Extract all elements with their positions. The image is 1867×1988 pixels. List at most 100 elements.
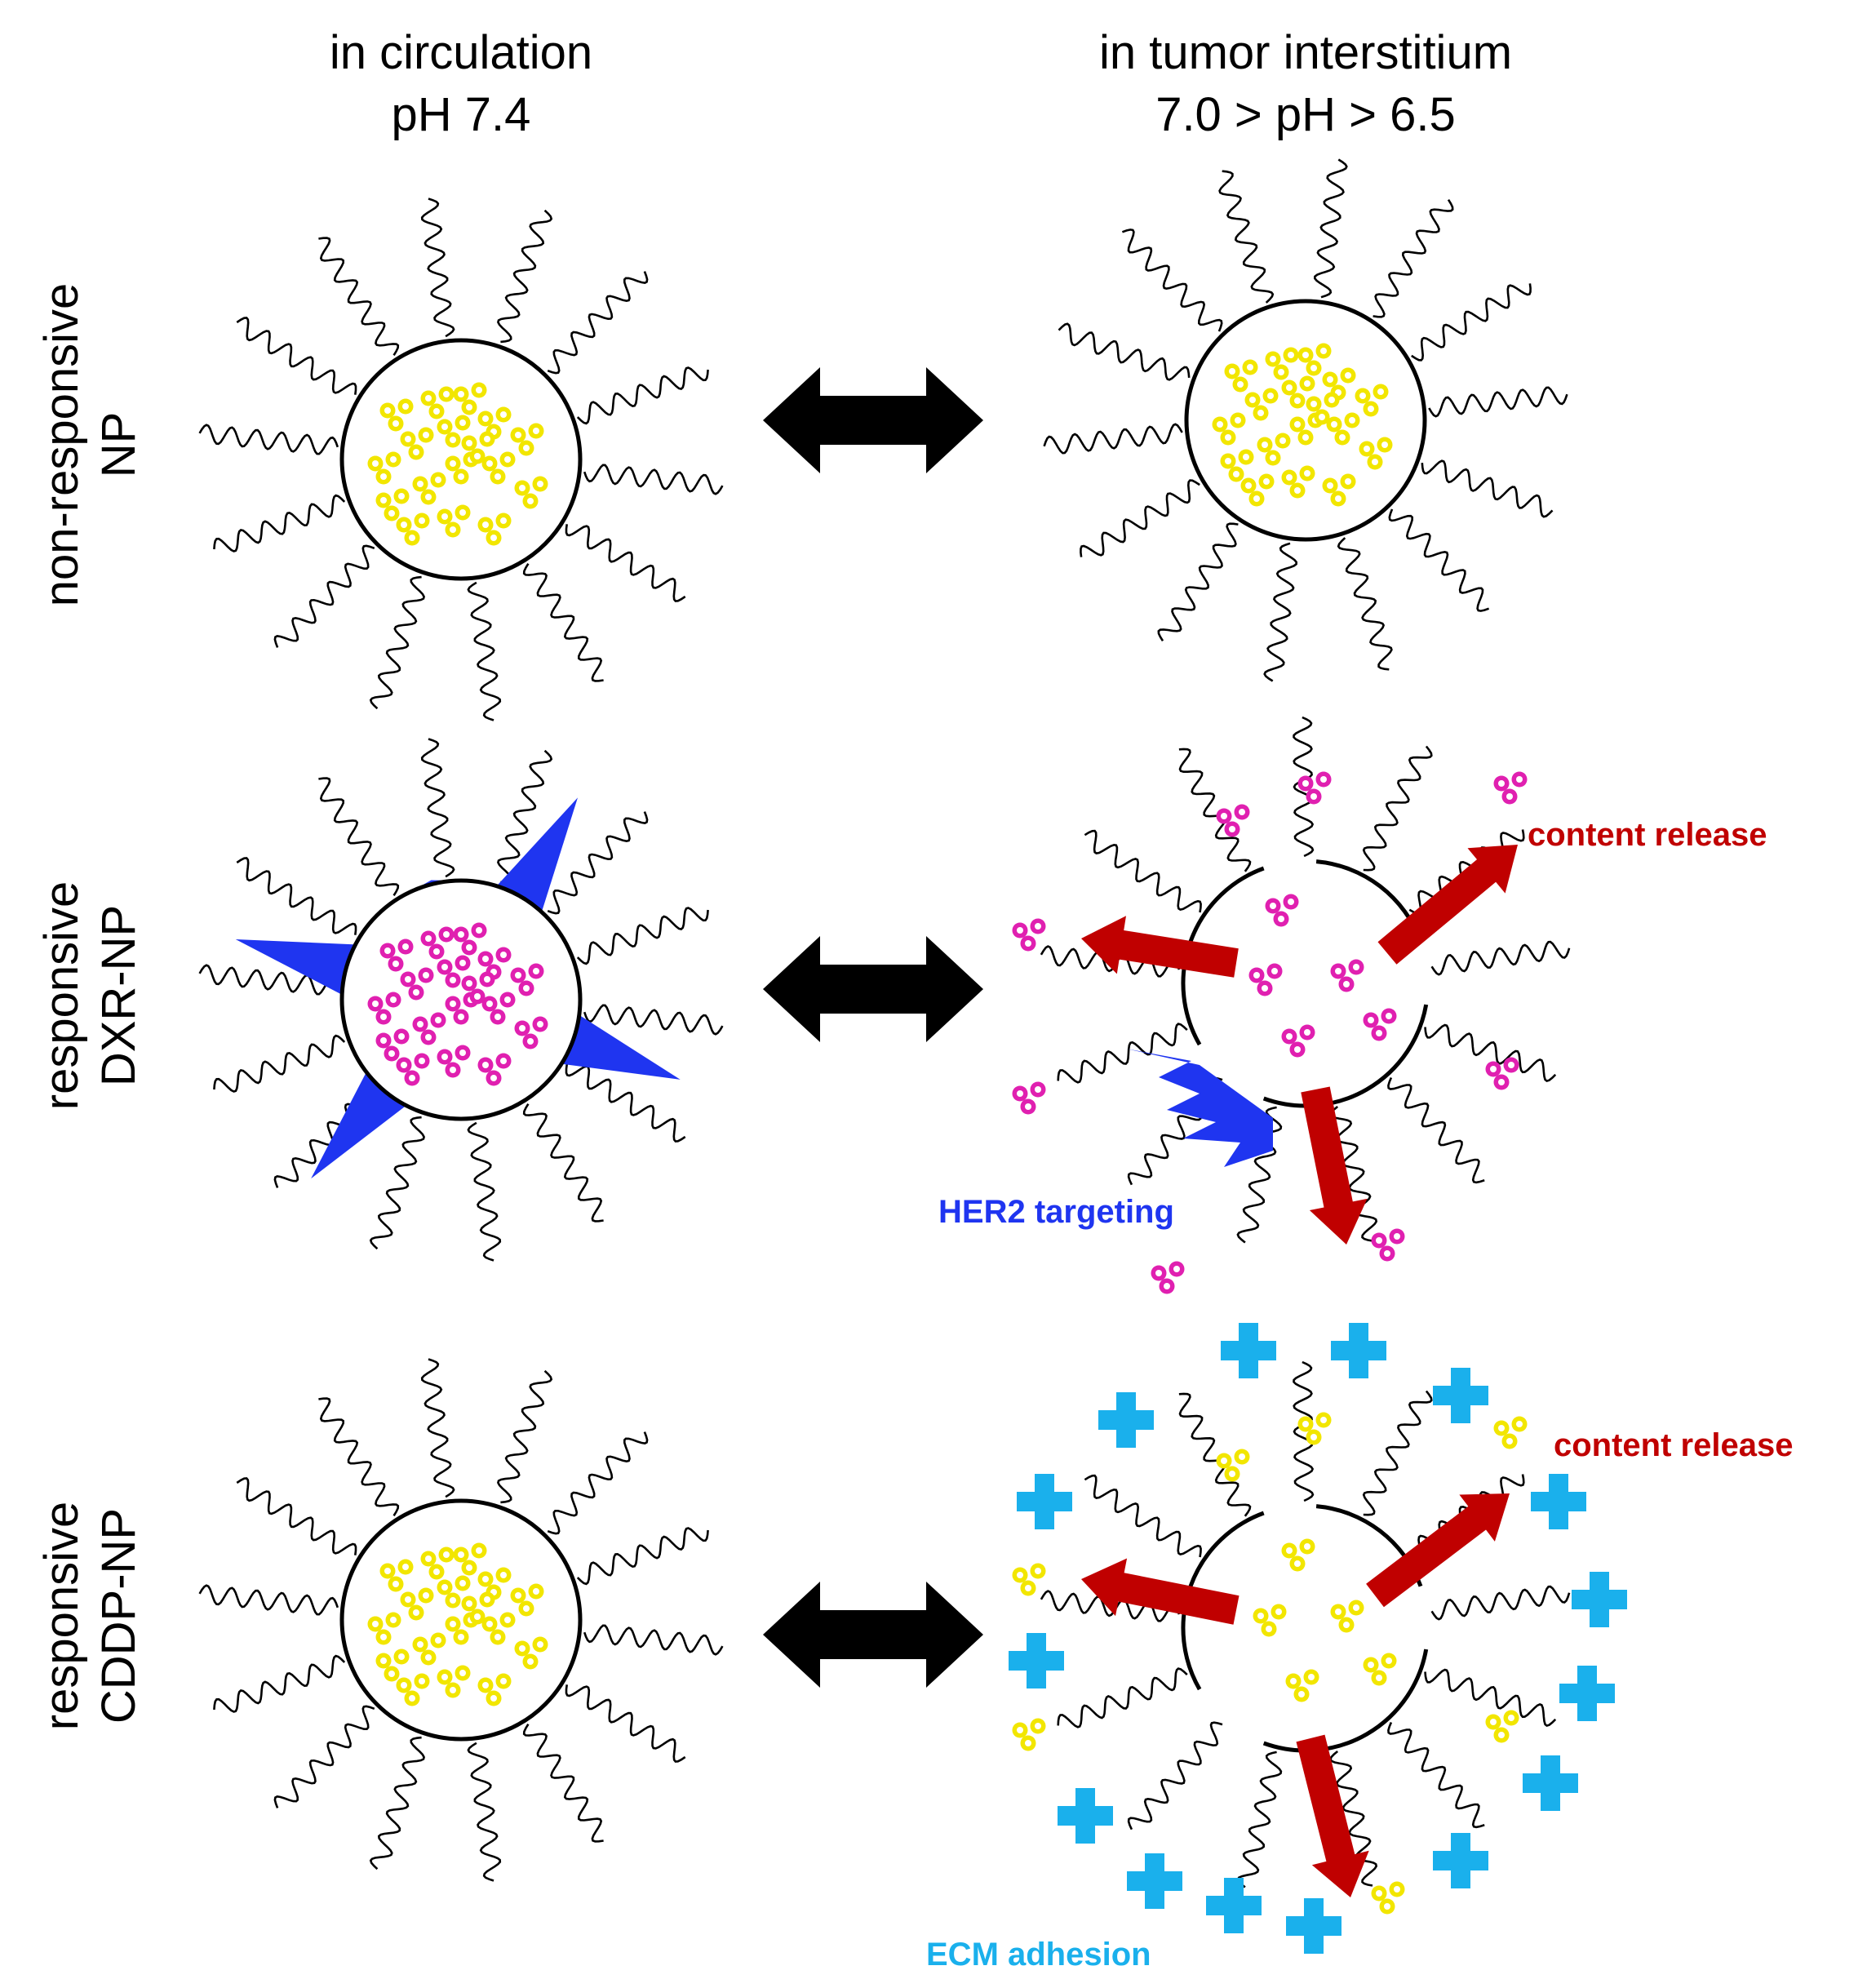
drug-dot-center — [1328, 397, 1335, 403]
drug-dot-center — [1302, 780, 1309, 787]
drug-dot-center — [1298, 1691, 1305, 1697]
drug-dot-center — [450, 977, 456, 983]
drug-dot-center — [401, 1682, 407, 1688]
peg-chain — [1057, 1023, 1188, 1084]
peg-chain — [1387, 1722, 1485, 1829]
drug-dot-center — [450, 1067, 456, 1073]
drug-dot-center — [458, 473, 464, 480]
drug-dot-center — [423, 972, 429, 978]
peg-chain — [1058, 322, 1191, 381]
drug-dot-center — [1376, 1030, 1382, 1036]
drug-dot-center — [466, 944, 472, 951]
drug-dot-center — [482, 1682, 489, 1688]
drug-cluster — [400, 1587, 434, 1621]
drug-dot-center — [494, 1014, 501, 1020]
drug-cluster — [1322, 473, 1356, 507]
drug-dot-center — [484, 436, 490, 442]
drug-dot-center — [392, 420, 399, 427]
peg-chain — [1057, 1667, 1188, 1728]
drug-dot-center — [1394, 1886, 1400, 1893]
drug-dot-center — [425, 395, 432, 402]
drug-cluster — [1265, 347, 1299, 380]
drug-dot-center — [441, 1584, 448, 1591]
drug-dot-center — [476, 387, 482, 393]
drug-dot-center — [1221, 1458, 1227, 1464]
drug-dot-center — [466, 980, 472, 987]
peg-chain — [198, 964, 339, 996]
drug-dot-center — [494, 473, 501, 480]
drug-dot-center — [466, 440, 472, 446]
drug-dot-center — [459, 960, 466, 966]
drug-cluster — [453, 922, 487, 956]
positive-charge — [1009, 1633, 1064, 1688]
drug-dot-center — [537, 481, 543, 487]
drug-dot-center — [1368, 1017, 1374, 1023]
her2-targeting-label: HER2 targeting — [938, 1194, 1174, 1230]
released-drug — [1253, 1604, 1287, 1637]
content-release-label-1: content release — [1528, 817, 1767, 853]
drug-dot-center — [490, 1075, 497, 1081]
drug-dot-center — [1304, 1543, 1310, 1550]
peg-chain — [420, 1358, 455, 1498]
drug-dot-center — [425, 1654, 432, 1661]
drug-dot-center — [1271, 968, 1278, 974]
drug-dot-center — [1286, 1033, 1293, 1040]
drug-dot-center — [519, 1645, 526, 1652]
drug-cluster — [1281, 375, 1315, 409]
drug-cluster — [420, 926, 455, 960]
drug-dot-center — [1516, 776, 1523, 783]
positive-charge — [1531, 1474, 1586, 1529]
drug-dot-center — [466, 1564, 472, 1571]
drug-dot-center — [1376, 1237, 1382, 1244]
drug-dot-center — [405, 436, 411, 442]
released-drug — [1281, 1024, 1315, 1058]
released-drug — [1371, 1228, 1405, 1262]
row-header-dxr: responsive DXR-NP — [35, 881, 145, 1110]
drug-cluster — [396, 1053, 430, 1086]
row-header-nonresponsive: non-responsive NP — [35, 283, 145, 607]
released-drug — [1493, 1416, 1528, 1449]
released-drug — [1363, 1008, 1397, 1041]
positive-charge — [1433, 1833, 1488, 1888]
drug-dot-center — [1376, 1675, 1382, 1681]
peg-chain — [467, 581, 502, 721]
drug-dot-center — [1225, 458, 1231, 464]
released-drug — [1297, 771, 1332, 805]
drug-dot-center — [402, 943, 409, 950]
released-drug — [1012, 1081, 1046, 1115]
release-arrow — [1296, 1734, 1369, 1897]
drug-dot-center — [380, 473, 387, 480]
peg-chain — [236, 857, 357, 935]
peg-chain — [467, 1121, 502, 1262]
released-drug — [1485, 1057, 1519, 1090]
drug-dot-center — [486, 1001, 493, 1007]
release-arrow — [1081, 916, 1239, 978]
drug-cluster — [453, 1542, 487, 1576]
drug-dot-center — [402, 1564, 409, 1570]
drug-dot-center — [1310, 1434, 1317, 1440]
peg-chains — [198, 158, 1571, 1888]
released-drug — [1493, 771, 1528, 805]
her2-ligand — [561, 1014, 681, 1080]
drug-cluster — [375, 1649, 410, 1682]
drug-dot-center — [409, 1075, 415, 1081]
released-drug — [1012, 918, 1046, 952]
drug-dot-center — [1508, 1062, 1514, 1068]
drug-dot-center — [1327, 376, 1333, 383]
drug-dot-center — [482, 1576, 489, 1582]
drug-dot-center — [1394, 1233, 1400, 1240]
drug-dot-center — [1017, 1727, 1023, 1733]
drug-cluster — [379, 1559, 414, 1592]
peg-chain — [1127, 1721, 1223, 1830]
drug-dot-center — [1498, 780, 1505, 787]
drug-dot-center — [433, 408, 440, 415]
drug-dot-center — [490, 535, 497, 541]
her2-ligand — [496, 797, 578, 912]
drug-dot-center — [413, 1609, 419, 1616]
drug-dot-center — [1343, 1622, 1350, 1628]
drug-dot-center — [388, 1050, 395, 1057]
drug-cluster — [477, 1567, 512, 1600]
drug-dot-center — [1376, 1890, 1382, 1897]
drug-dot-center — [413, 449, 419, 455]
drug-dot-center — [504, 1617, 511, 1623]
